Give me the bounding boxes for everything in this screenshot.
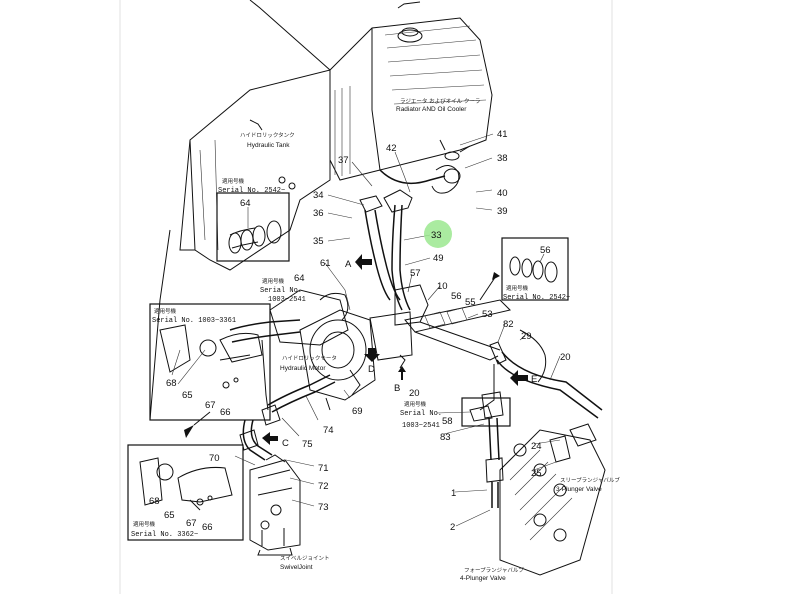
part-label-66-inset: 66 (220, 407, 231, 418)
arrow-label-a: A (345, 259, 352, 270)
component-captions: ラジエータ およびオイル クーラ Radiator AND Oil Cooler… (240, 97, 620, 582)
suction-and-return-hoses (359, 189, 429, 369)
part-label-75: 75 (302, 439, 313, 450)
valve3-caption: 3-Plunger Valve (556, 486, 602, 493)
part-label-33: 33 (431, 230, 442, 241)
part-label-35: 35 (313, 236, 324, 247)
inset-box-64-serial-2542 (216, 192, 290, 262)
part-label-29: 29 (521, 331, 532, 342)
arrow-label-c: C (282, 438, 289, 449)
part-label-56: 56 (451, 291, 462, 302)
tank-caption-jp: ハイドロリックタンク (240, 131, 295, 139)
hydraulic-tank-drawing (149, 69, 331, 421)
part-label-65-bottom: 65 (164, 510, 175, 521)
valve3-caption-jp: スリープランジャバルブ (560, 476, 620, 484)
serial-note-5: Serial No. (400, 410, 442, 418)
serial-note-6-jp: 適用号機 (133, 520, 156, 528)
part-label-39: 39 (497, 206, 508, 217)
part-label-67-inset: 67 (205, 400, 216, 411)
part-label-71: 71 (318, 463, 329, 474)
inset-box-serial-1003-3361 (149, 303, 271, 421)
radiator-caption: Radiator AND Oil Cooler (396, 106, 467, 113)
part-label-64: 64 (294, 273, 305, 284)
part-label-38: 38 (497, 153, 508, 164)
motor-caption-jp: ハイドロリックモータ (282, 354, 337, 362)
arrow-label-e: E (531, 374, 537, 385)
radiator-oil-cooler-drawing (249, 0, 493, 194)
tank-caption: Hydraulic Tank (247, 142, 290, 149)
serial-note-3-jp: 適用号機 (154, 307, 177, 315)
swivel-joint-drawing (249, 454, 301, 556)
part-label-83: 83 (440, 432, 451, 443)
part-label-68-bottom: 68 (149, 496, 160, 507)
part-label-82: 82 (503, 319, 514, 330)
part-label-57: 57 (410, 268, 421, 279)
serial-note-5-range: 1003~2541 (402, 422, 440, 430)
arrow-label-b: B (394, 383, 400, 394)
inset-box-serial-3362 (127, 444, 244, 541)
swivel-caption-jp: スイベルジョイント (280, 555, 330, 562)
part-label-10: 10 (437, 281, 448, 292)
part-label-2: 2 (450, 522, 455, 533)
swivel-caption: SwivelJoint (280, 564, 313, 571)
part-number-labels: 41 38 42 37 40 39 34 36 33 35 49 64 64 6… (149, 129, 571, 533)
part-label-67-bottom: 67 (186, 518, 197, 529)
manifold-and-pipes (404, 299, 603, 508)
part-label-64-inset: 64 (240, 198, 251, 209)
part-label-55: 55 (465, 297, 476, 308)
part-label-58: 58 (442, 416, 453, 427)
part-label-41: 41 (497, 129, 508, 140)
serial-note-6: Serial No. 3362~ (131, 531, 198, 539)
serial-note-1-jp: 適用号機 (222, 177, 245, 185)
motor-caption: Hydraulic Motor (280, 365, 326, 372)
part-label-20: 20 (409, 388, 420, 399)
part-label-53: 53 (482, 309, 493, 320)
part-label-69: 69 (352, 406, 363, 417)
part-label-68-inset: 68 (166, 378, 177, 389)
part-label-37: 37 (338, 155, 349, 166)
serial-note-2-range: 1003~2541 (268, 296, 306, 304)
radiator-caption-jp: ラジエータ およびオイル クーラ (400, 97, 480, 105)
inset-box-56-serial-2542 (501, 237, 569, 301)
part-label-74: 74 (323, 425, 334, 436)
part-label-36: 36 (313, 208, 324, 219)
serial-note-5-jp: 適用号機 (404, 400, 427, 408)
part-label-20-right: 20 (560, 352, 571, 363)
serial-note-1: Serial No. 2542~ (218, 187, 285, 195)
four-plunger-valve-drawing (499, 423, 606, 576)
direction-arrows (184, 254, 528, 445)
part-label-66-bottom: 66 (202, 522, 213, 533)
hydraulic-motor-drawing (269, 289, 376, 411)
valve4-caption-jp: フォープランジャバルブ (464, 566, 524, 574)
serial-note-3: Serial No. 1003~3361 (152, 317, 236, 325)
arrow-label-d: D (368, 364, 375, 375)
motor-hoses (229, 319, 336, 461)
part-label-40: 40 (497, 188, 508, 199)
part-label-1: 1 (451, 488, 456, 499)
serial-note-2-jp: 適用号機 (262, 277, 285, 285)
part-label-42: 42 (386, 143, 397, 154)
part-label-65-inset: 65 (182, 390, 193, 401)
serial-note-2: Serial No. (260, 287, 302, 295)
part-label-72: 72 (318, 481, 329, 492)
part-label-25: 25 (531, 468, 542, 479)
part-label-49: 49 (433, 253, 444, 264)
leader-lines (177, 133, 561, 527)
part-label-61: 61 (320, 258, 331, 269)
serial-number-notes: 適用号機 Serial No. 2542~ 適用号機 Serial No. 10… (131, 177, 570, 539)
part-label-56-inset: 56 (540, 245, 551, 256)
highlight-marker-33 (424, 220, 452, 248)
part-label-34: 34 (313, 190, 324, 201)
part-label-73: 73 (318, 502, 329, 513)
valve4-caption: 4-Plunger Valve (460, 575, 506, 582)
part-label-70: 70 (209, 453, 220, 464)
part-label-24: 24 (531, 441, 542, 452)
serial-note-4: Serial No. 2542~ (503, 294, 570, 302)
serial-note-4-jp: 適用号機 (506, 284, 529, 292)
